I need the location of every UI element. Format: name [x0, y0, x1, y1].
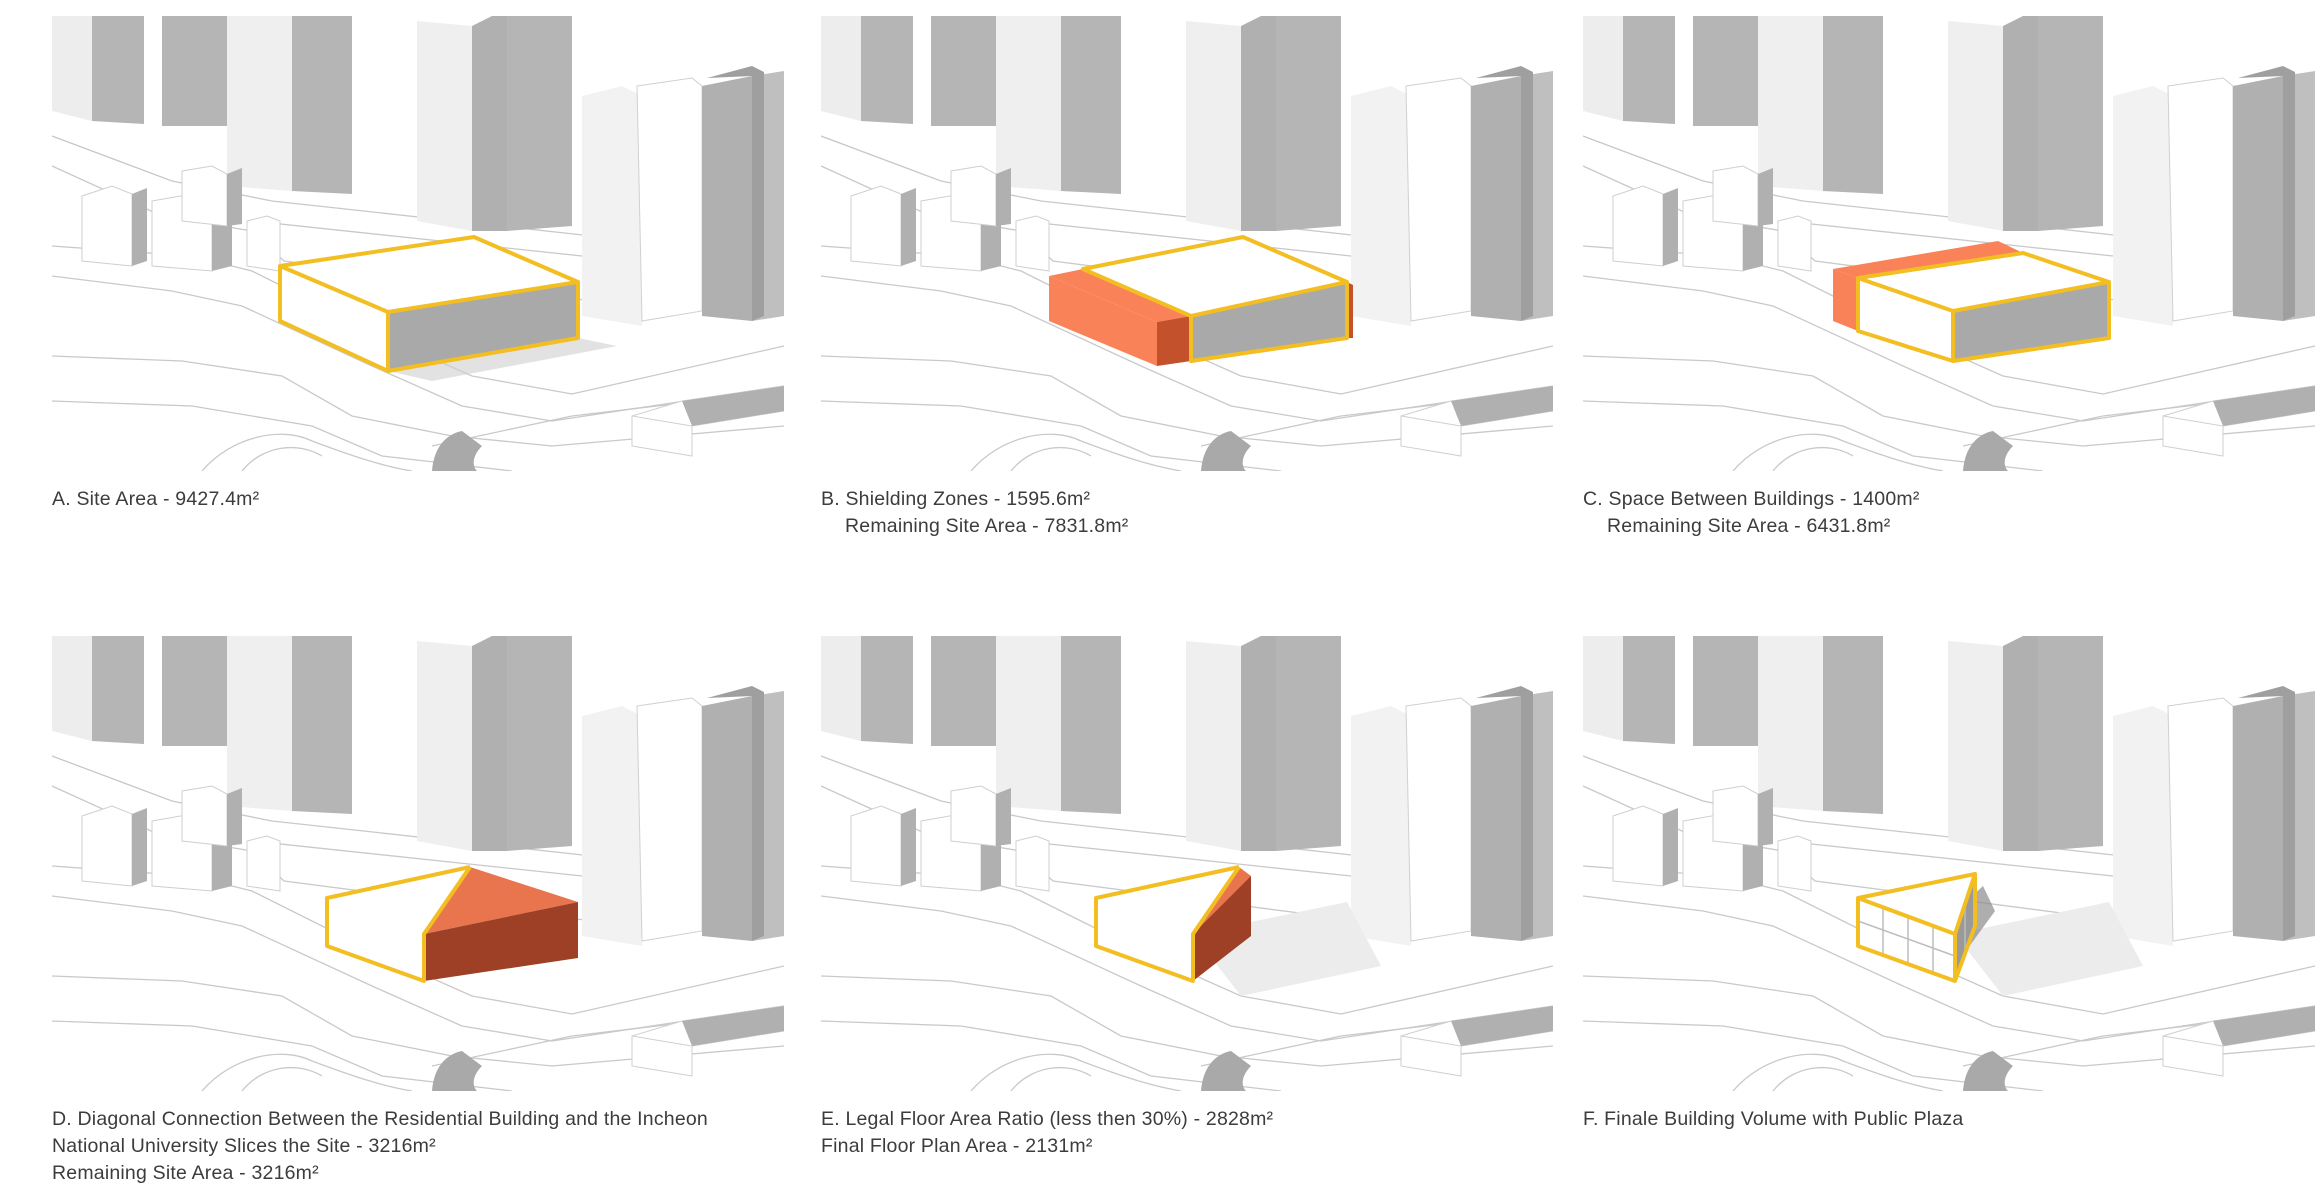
caption-line-3: Remaining Site Area - 3216m²: [52, 1162, 319, 1184]
diagram-panel-a: A. Site Area - 9427.4m²: [52, 16, 784, 510]
caption-e: E. Legal Floor Area Ratio (less then 30%…: [821, 1106, 1601, 1160]
diagram-panel-b: B. Shielding Zones - 1595.6m² Remaining …: [821, 16, 1553, 537]
diagram-panel-c: C. Space Between Buildings - 1400m² Rema…: [1583, 16, 2315, 537]
caption-line-2: Remaining Site Area - 7831.8m²: [845, 515, 1129, 537]
caption-line-2: Remaining Site Area - 6431.8m²: [1607, 515, 1891, 537]
caption-line-1: C. Space Between Buildings - 1400m²: [1583, 488, 1920, 510]
caption-line-1: E. Legal Floor Area Ratio (less then 30%…: [821, 1108, 1274, 1130]
site-volume: [278, 235, 617, 381]
caption-a: A. Site Area - 9427.4m²: [52, 486, 832, 513]
site-volume: [325, 865, 578, 983]
site-volume: [1856, 872, 2143, 996]
massing-model-f: [1583, 636, 2315, 1091]
massing-model-b: [821, 16, 1553, 471]
caption-line-1: D. Diagonal Connection Between the Resid…: [52, 1108, 708, 1130]
caption-line-2: Final Floor Plan Area - 2131m²: [821, 1135, 1093, 1157]
caption-b: B. Shielding Zones - 1595.6m² Remaining …: [821, 486, 1601, 540]
diagram-panel-f: F. Finale Building Volume with Public Pl…: [1583, 636, 2315, 1130]
caption-c: C. Space Between Buildings - 1400m² Rema…: [1583, 486, 2315, 540]
massing-model-a: [52, 16, 784, 471]
facade-grid: [1857, 904, 1966, 973]
site-volume: [1094, 865, 1381, 996]
caption-line-1: B. Shielding Zones - 1595.6m²: [821, 488, 1091, 510]
site-volume: [1049, 235, 1353, 366]
site-volume: [1833, 241, 2111, 363]
caption-line-1: F. Finale Building Volume with Public Pl…: [1583, 1108, 1964, 1130]
massing-model-c: [1583, 16, 2315, 471]
diagram-panel-d: D. Diagonal Connection Between the Resid…: [52, 636, 784, 1184]
caption-f: F. Finale Building Volume with Public Pl…: [1583, 1106, 2315, 1133]
caption-line-1: A. Site Area - 9427.4m²: [52, 488, 260, 510]
massing-model-d: [52, 636, 784, 1091]
diagram-panel-e: E. Legal Floor Area Ratio (less then 30%…: [821, 636, 1553, 1157]
caption-d: D. Diagonal Connection Between the Resid…: [52, 1106, 832, 1187]
massing-model-e: [821, 636, 1553, 1091]
caption-line-2: National University Slices the Site - 32…: [52, 1135, 436, 1157]
